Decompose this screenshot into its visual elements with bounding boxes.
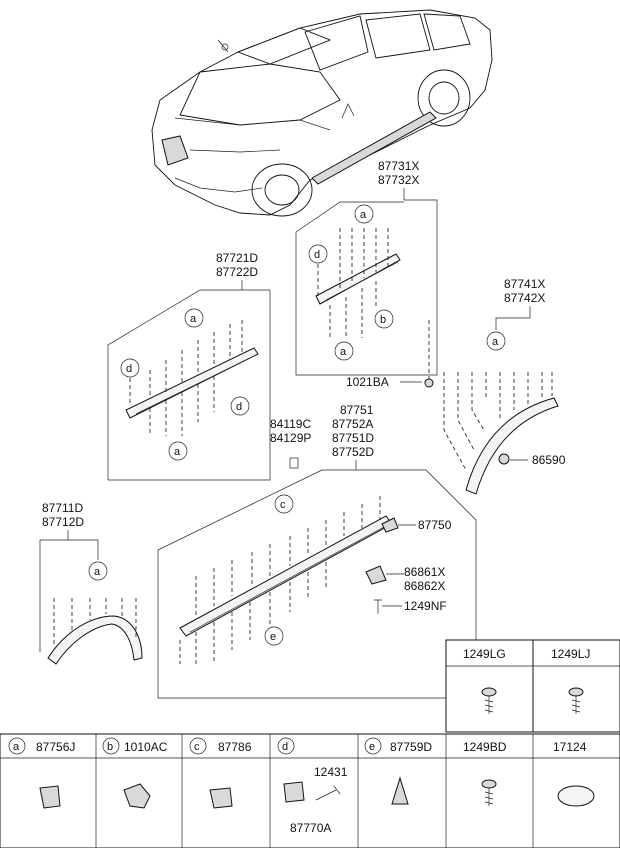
callout-87722d: 87722D	[216, 265, 258, 279]
callout-87751d: 87751D	[332, 431, 374, 445]
clip-icon-87759d	[391, 776, 409, 805]
svg-text:e: e	[270, 631, 276, 643]
letter-circle-a	[88, 561, 108, 581]
svg-text:b: b	[380, 314, 386, 326]
legend-bottom: a 87756J b 1010AC c 87786 d 12431 87770A…	[0, 733, 620, 848]
legend-1249lj: 1249LJ	[551, 647, 590, 661]
bolt-1021ba	[424, 378, 434, 388]
letter-circle-d	[308, 244, 328, 264]
group-87751: 84119C 84129P 87751 87752A 87751D 87752D…	[157, 403, 477, 699]
letter-circle-d	[120, 358, 140, 378]
svg-text:a: a	[340, 346, 347, 358]
svg-text:d: d	[236, 401, 242, 413]
legend-circle-a	[8, 737, 26, 755]
arch-87741x	[465, 397, 559, 495]
clip-icon-87770a	[283, 781, 305, 803]
legend-circle-e	[364, 737, 382, 755]
group-87721d: 87721D 87722D a d d a	[107, 251, 271, 481]
callout-87732x: 87732X	[378, 173, 419, 187]
legend-top-right: 1249LG 1249LJ	[445, 639, 620, 733]
letter-circle-d	[230, 396, 250, 416]
callout-87712d: 87712D	[42, 515, 84, 529]
vehicle-illustration	[151, 9, 493, 217]
letter-circle-a	[184, 308, 204, 328]
svg-text:a: a	[492, 336, 499, 348]
legend-circle-d	[277, 737, 295, 755]
callout-87750: 87750	[418, 518, 452, 532]
group-87711d: 87711D 87712D a	[39, 501, 143, 665]
callout-87752a: 87752A	[332, 417, 373, 431]
label-84119c	[289, 457, 299, 469]
clip-icon-87786	[209, 787, 233, 809]
letter-circle-a	[354, 204, 374, 224]
nut-86590	[498, 453, 510, 465]
clip-87750	[381, 517, 399, 533]
sill-moulding-87751	[179, 515, 393, 637]
callout-84129p: 84129P	[270, 431, 311, 445]
letter-circle-b	[374, 309, 394, 329]
bracket-86861x	[365, 565, 387, 585]
callout-84119c: 84119C	[270, 417, 311, 431]
legend-87759d: 87759D	[390, 740, 432, 754]
screw-1249nf	[374, 599, 382, 614]
screw-icon-1249bd	[481, 779, 497, 806]
callout-87752d: 87752D	[332, 445, 374, 459]
svg-text:a: a	[94, 566, 101, 578]
plug-icon-17124	[557, 785, 595, 807]
svg-text:c: c	[280, 499, 286, 511]
svg-text:a: a	[360, 209, 367, 221]
callout-86861x: 86861X	[404, 565, 445, 579]
legend-circle-b	[102, 737, 120, 755]
svg-text:d: d	[314, 249, 320, 261]
callout-86862x: 86862X	[404, 579, 445, 593]
legend-17124: 17124	[553, 740, 587, 754]
legend-circle-c	[189, 737, 207, 755]
letter-circle-c	[274, 494, 294, 514]
letter-circle-a	[334, 341, 354, 361]
callout-87742x: 87742X	[504, 291, 545, 305]
letter-circle-a	[486, 331, 506, 351]
svg-text:c: c	[194, 741, 200, 753]
arch-87711d	[47, 615, 143, 665]
svg-text:e: e	[369, 741, 375, 753]
callout-87741x: 87741X	[504, 277, 545, 291]
svg-text:a: a	[174, 446, 181, 458]
callout-87711d: 87711D	[42, 501, 83, 515]
legend-1249bd: 1249BD	[463, 740, 507, 754]
legend-87770a: 87770A	[290, 821, 331, 835]
screw-icon-12431	[315, 785, 341, 801]
callout-87751: 87751	[340, 403, 374, 417]
screw-icon-1249lj	[568, 687, 584, 714]
svg-text:d: d	[282, 741, 288, 753]
legend-1010ac: 1010AC	[124, 740, 168, 754]
legend-1249lg: 1249LG	[463, 647, 506, 661]
group-87731x: 87731X 87732X a d b a 1021BA	[295, 159, 438, 389]
moulding-87731x	[315, 253, 401, 305]
svg-text:a: a	[190, 313, 197, 325]
moulding-87721d	[125, 347, 259, 419]
callout-87721d: 87721D	[216, 251, 258, 265]
svg-text:a: a	[13, 741, 20, 753]
legend-12431: 12431	[314, 765, 348, 779]
callout-1021ba: 1021BA	[346, 375, 389, 389]
legend-87756j: 87756J	[36, 740, 75, 754]
legend-87786: 87786	[218, 740, 252, 754]
callout-86590: 86590	[532, 453, 566, 467]
screw-icon-1249lg	[481, 687, 497, 714]
letter-circle-a	[168, 441, 188, 461]
clip-icon-1010ac	[123, 783, 151, 809]
clip-icon-87756j	[39, 785, 61, 809]
svg-text:d: d	[126, 363, 132, 375]
callout-87731x: 87731X	[378, 159, 419, 173]
group-87741x: 87741X 87742X a 86590	[443, 277, 566, 495]
callout-1249nf: 1249NF	[404, 599, 447, 613]
svg-text:b: b	[107, 741, 113, 753]
letter-circle-e	[264, 626, 284, 646]
